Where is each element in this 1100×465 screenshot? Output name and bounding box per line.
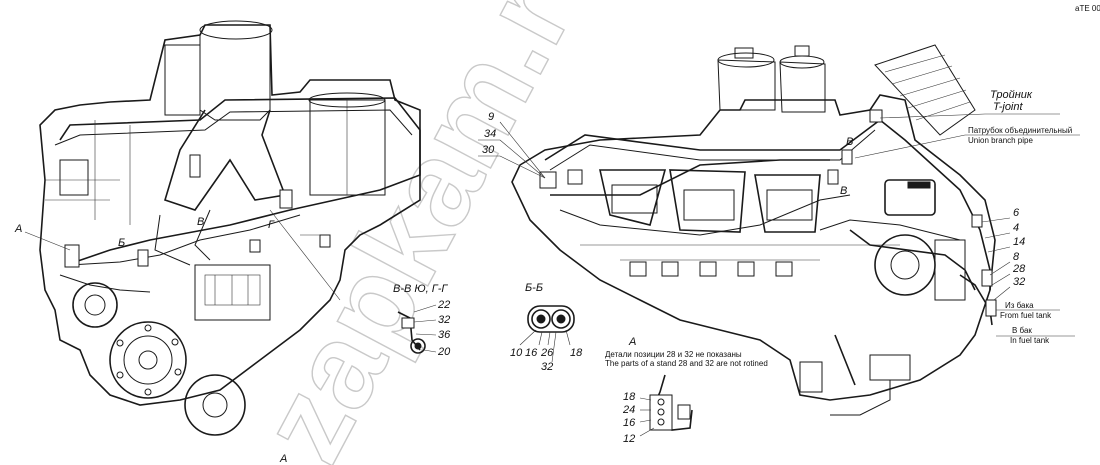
- bb-callout-18: 18: [570, 347, 583, 359]
- union-en: Union branch pipe: [968, 136, 1033, 145]
- right-callout-14: 14: [1013, 236, 1025, 248]
- right-label-b: В: [846, 136, 853, 148]
- watermark: zapkam.ru: [234, 0, 632, 465]
- right-callout-4: 4: [1013, 222, 1019, 234]
- section-vv-gg-title: В-В Ю, Г-Г: [393, 283, 448, 295]
- right-callout-28: 28: [1012, 263, 1026, 275]
- detail-a-callout-16: 16: [623, 417, 636, 429]
- left-bottom-mark: А: [279, 453, 287, 465]
- section-bb-title: Б-Б: [525, 282, 543, 294]
- watermark-text: zapkam.ru: [235, 0, 632, 465]
- right-callout-9: 9: [488, 111, 494, 123]
- detail-a: А Детали позиции 28 и 32 не показаны The…: [605, 336, 768, 445]
- union-ru: Патрубок объединительный: [968, 126, 1072, 135]
- left-label-b: Б: [118, 237, 125, 249]
- right-callout-30: 30: [482, 144, 495, 156]
- right-callout-34: 34: [484, 128, 496, 140]
- corner-code: aTE 0049: [1075, 4, 1100, 13]
- vv-callout-32: 32: [438, 314, 450, 326]
- tjoint-ru: Тройник: [990, 89, 1033, 101]
- right-engine-view: 9 34 30 В В Тройник T-joint Патрубок объ…: [478, 44, 1080, 416]
- detail-a-callout-18: 18: [623, 391, 636, 403]
- from-tank-ru: Из бака: [1005, 301, 1034, 310]
- bb-callout-32: 32: [541, 361, 553, 373]
- detail-a-note-ru: Детали позиции 28 и 32 не показаны: [605, 350, 742, 359]
- right-label-b1: В: [840, 185, 847, 197]
- left-label-g: Г: [268, 219, 275, 231]
- right-callout-6: 6: [1013, 207, 1020, 219]
- vv-callout-36: 36: [438, 329, 451, 341]
- right-callout-8: 8: [1013, 251, 1020, 263]
- vv-callout-22: 22: [437, 299, 450, 311]
- detail-a-callout-24: 24: [622, 404, 635, 416]
- left-engine-view: А Б В Г А: [14, 20, 421, 465]
- vv-callout-20: 20: [437, 346, 451, 358]
- left-label-c: В: [197, 216, 204, 228]
- section-bb: Б-Б 10 16 26 18 32: [510, 282, 583, 373]
- bb-callout-10: 10: [510, 347, 523, 359]
- bb-callout-26: 26: [540, 347, 554, 359]
- detail-a-callout-12: 12: [623, 433, 635, 445]
- from-tank-en: From fuel tank: [1000, 311, 1052, 320]
- detail-a-title: А: [628, 336, 636, 348]
- detail-a-note-en: The parts of a stand 28 and 32 are not r…: [605, 359, 768, 368]
- left-label-a: А: [14, 223, 22, 235]
- tjoint-en: T-joint: [993, 101, 1023, 113]
- bb-callout-16: 16: [525, 347, 538, 359]
- section-vv-gg: В-В Ю, Г-Г 22 32 36 20: [393, 283, 451, 358]
- to-tank-ru: В бак: [1012, 326, 1032, 335]
- to-tank-en: In fuel tank: [1010, 336, 1050, 345]
- right-callout-32: 32: [1013, 276, 1025, 288]
